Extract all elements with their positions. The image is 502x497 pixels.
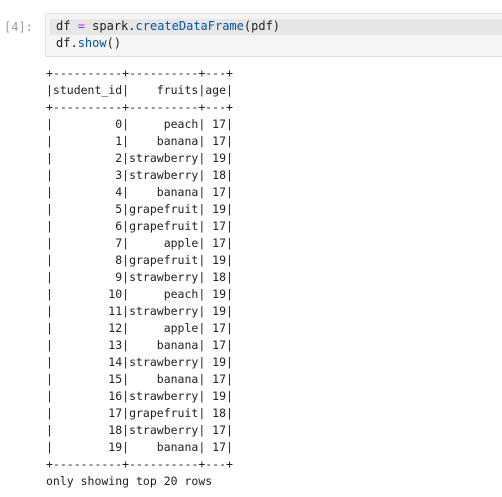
table-row: | 7| apple| 17|	[46, 236, 233, 250]
code-line-1[interactable]: df = spark.createDataFrame(pdf)	[56, 18, 280, 35]
table-row: | 0| peach| 17|	[46, 117, 233, 131]
table-border-top: +----------+----------+---+	[46, 66, 233, 80]
table-row: | 11|strawberry| 19|	[46, 304, 233, 318]
code-show-method: show	[77, 36, 107, 50]
table-row: | 14|strawberry| 19|	[46, 355, 233, 369]
code-assign-operator: =	[77, 19, 85, 33]
code-line-2[interactable]: df.show()	[56, 35, 121, 52]
table-header: |student_id| fruits|age|	[46, 83, 233, 97]
cell-output: +----------+----------+---+ |student_id|…	[46, 65, 233, 490]
table-row: | 5|grapefruit| 19|	[46, 202, 233, 216]
table-row: | 19| banana| 17|	[46, 440, 233, 454]
table-row: | 13| banana| 17|	[46, 338, 233, 352]
table-row: | 8|grapefruit| 19|	[46, 253, 233, 267]
table-row: | 2|strawberry| 19|	[46, 151, 233, 165]
table-row: | 16|strawberry| 19|	[46, 389, 233, 403]
table-row: | 17|grapefruit| 18|	[46, 406, 233, 420]
table-row: | 15| banana| 17|	[46, 372, 233, 386]
table-row: | 18|strawberry| 17|	[46, 423, 233, 437]
code-input-area[interactable]: df = spark.createDataFrame(pdf) df.show(…	[45, 13, 502, 57]
table-border-bottom: +----------+----------+---+	[46, 457, 233, 471]
execution-prompt: [4]:	[4, 20, 33, 34]
code-var-df: df	[56, 19, 71, 33]
code-create-dataframe-method: createDataFrame	[135, 19, 244, 33]
table-row: | 3|strawberry| 18|	[46, 168, 233, 182]
table-row: | 12| apple| 17|	[46, 321, 233, 335]
table-row: | 1| banana| 17|	[46, 134, 233, 148]
code-df-object: df.	[56, 36, 78, 50]
table-row: | 4| banana| 17|	[46, 185, 233, 199]
code-spark-object: spark.	[92, 19, 136, 33]
output-footer-note: only showing top 20 rows	[46, 474, 213, 488]
table-row: | 6|grapefruit| 17|	[46, 219, 233, 233]
code-args-empty: ()	[106, 36, 122, 50]
table-row: | 10| peach| 19|	[46, 287, 233, 301]
table-row: | 9|strawberry| 18|	[46, 270, 233, 284]
table-border-header: +----------+----------+---+	[46, 100, 233, 114]
current-line-highlight	[50, 19, 502, 35]
code-args-pdf: (pdf)	[243, 19, 281, 33]
